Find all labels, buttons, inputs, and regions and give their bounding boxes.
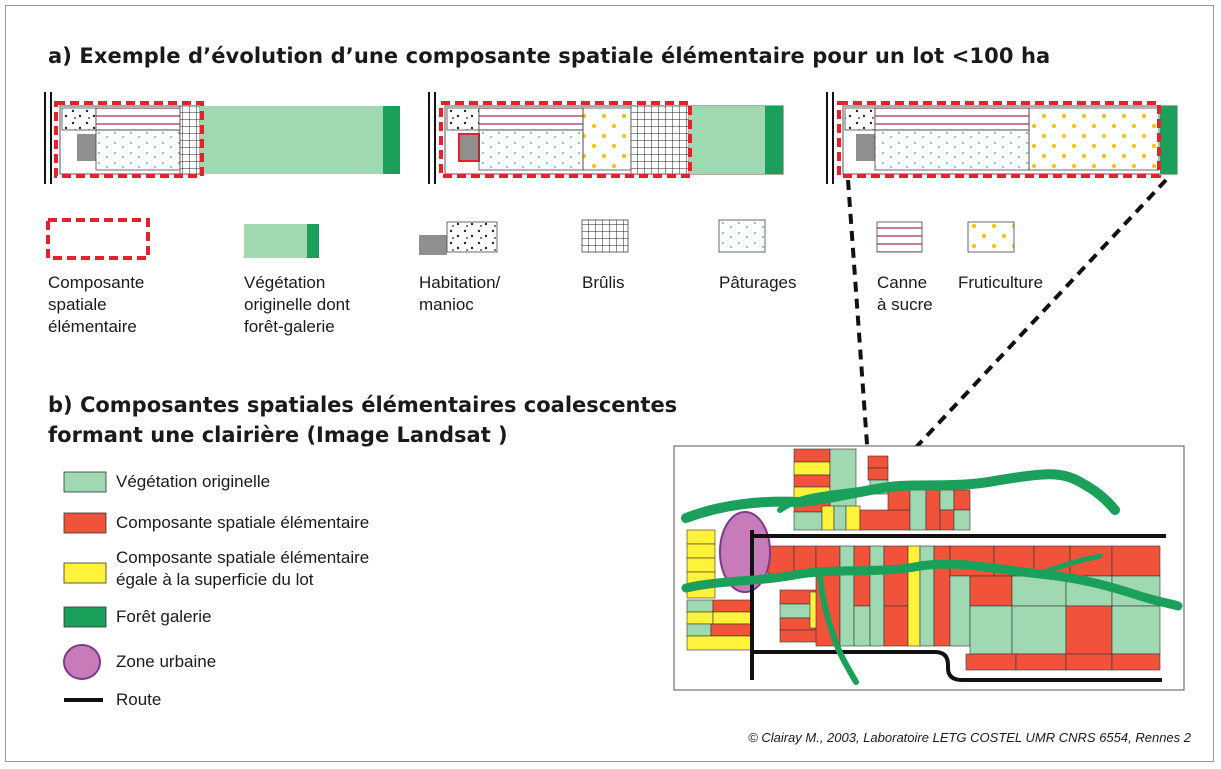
map-galerie-forest xyxy=(681,469,1183,685)
legend-label-habitation: Habitation/ manioc xyxy=(419,273,501,314)
copyright-credit: © Clairay M., 2003, Laboratoire LETG COS… xyxy=(748,730,1191,745)
section-a-title: a) Exemple d’évolution d’une composante … xyxy=(48,44,1051,68)
zoom-connector-lines xyxy=(846,178,1168,460)
legend-b-label-composante: Composante spatiale élémentaire xyxy=(116,513,370,532)
legend-b-swatch-foret xyxy=(63,606,107,628)
legend-b-swatch-urbaine xyxy=(63,644,101,680)
legend-swatch-fruticulture xyxy=(967,221,1015,253)
legend-a-swatches xyxy=(46,218,1015,260)
evolution-stage-2 xyxy=(428,92,784,184)
legend-label-paturages: Pâturages xyxy=(719,273,797,292)
legend-b-swatches xyxy=(63,471,107,702)
evolution-stage-3 xyxy=(826,92,1178,184)
legend-b-swatch-composante-lot xyxy=(63,562,107,584)
map-roads xyxy=(750,530,1166,682)
legend-b-swatch-composante xyxy=(63,512,107,534)
legend-label-composante: Composante spatiale élémentaire xyxy=(48,273,145,336)
map-parcels-west xyxy=(686,529,754,651)
legend-swatch-composante xyxy=(46,218,150,260)
legend-b-label-vegetation: Végétation originelle xyxy=(116,472,271,491)
legend-swatch-canne xyxy=(876,221,923,253)
clearing-map xyxy=(673,445,1185,691)
legend-label-canne: Canne à sucre xyxy=(877,273,933,314)
legend-label-vegetation: Végétation originelle dont forêt-galerie xyxy=(244,273,350,336)
legend-swatch-vegetation xyxy=(244,224,319,258)
evolution-stage-1 xyxy=(44,92,400,184)
legend-b-label-urbaine: Zone urbaine xyxy=(116,652,217,671)
section-b-title-line2: formant une clairière (Image Landsat ) xyxy=(48,423,508,447)
legend-swatch-habitation xyxy=(419,221,498,255)
legend-b-label-foret: Forêt galerie xyxy=(116,607,212,626)
legend-swatch-brulis xyxy=(581,219,629,253)
legend-swatch-paturages xyxy=(718,219,766,253)
legend-b-swatch-vegetation xyxy=(63,471,107,493)
legend-label-fruticulture: Fruticulture xyxy=(958,273,1044,292)
section-b-title-line1: b) Composantes spatiales élémentaires co… xyxy=(48,393,678,417)
legend-b-label-composante-lot: Composante spatiale élémentaire égale à … xyxy=(116,548,370,589)
figure-frame xyxy=(5,5,1214,762)
map-urban-zone xyxy=(719,511,771,593)
legend-b-label-route: Route xyxy=(116,690,162,709)
legend-label-brulis: Brûlis xyxy=(582,273,625,292)
section-b-title: b) Composantes spatiales élémentaires co… xyxy=(48,390,677,450)
